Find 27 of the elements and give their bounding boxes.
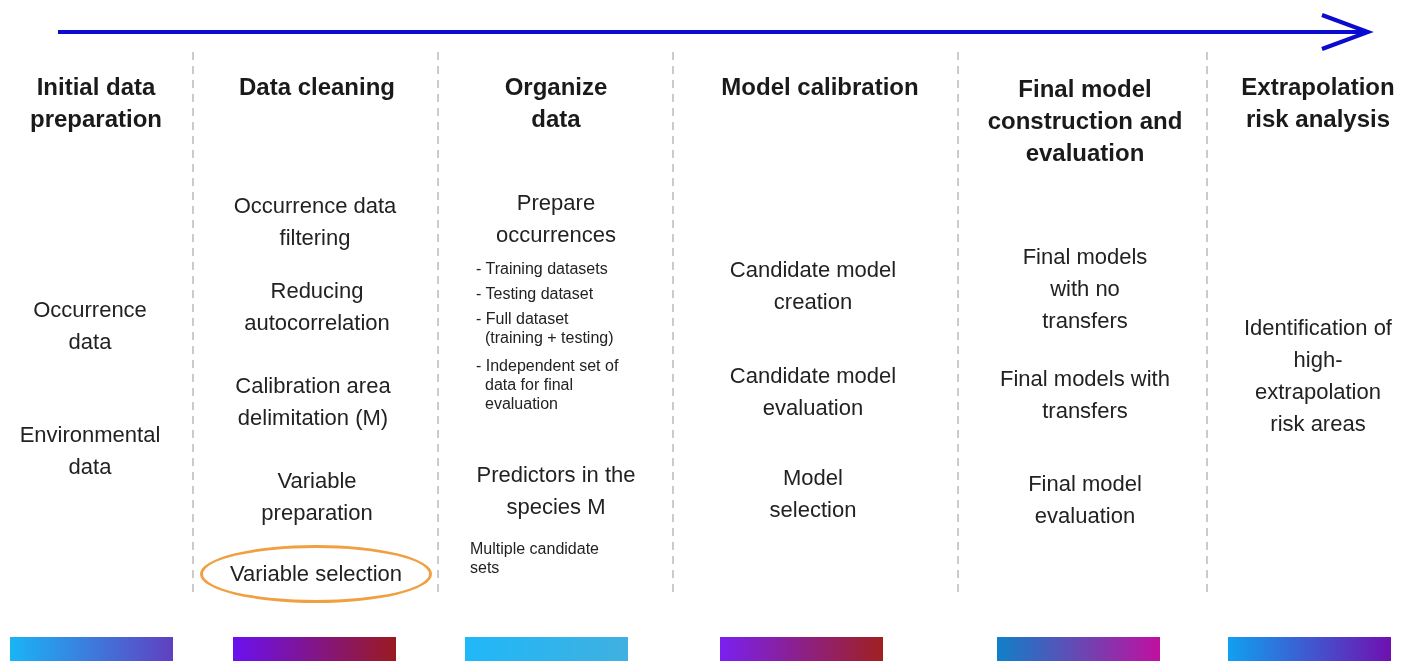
step-label: Reducing autocorrelation [243, 277, 391, 337]
list-item: - Independent set of data for final evaluation [476, 356, 620, 413]
column-heading: Initial data preparation [29, 72, 163, 134]
step-label: Model selection [768, 464, 858, 524]
highlight-ellipse: Variable selection [200, 545, 432, 603]
step-label: Calibration area delimitation (M) [234, 372, 392, 432]
step-label: Occurrence data filtering [232, 192, 398, 252]
step-label: Prepare occurrences [495, 189, 617, 249]
step-label: Occurrence data [32, 296, 148, 356]
step-label: Final models with transfers [1000, 365, 1170, 425]
note-text: Multiple candidate sets [470, 539, 600, 577]
list-item: - Full dataset (training + testing) [476, 309, 615, 347]
list-item: - Testing dataset [476, 284, 594, 303]
step-label: Identification of high-extrapolation risk areas [1243, 314, 1393, 438]
column-heading: Extrapolation risk analysis [1240, 72, 1396, 134]
step-label: Final models with no transfers [1021, 243, 1149, 335]
column-heading: Data cleaning [238, 72, 395, 102]
step-label: Final model evaluation [1027, 470, 1143, 530]
list-item: - Training datasets [476, 259, 608, 278]
column-heading: Final model construction and evaluation [986, 74, 1184, 168]
step-label: Candidate model evaluation [728, 362, 898, 422]
step-label: Candidate model creation [728, 256, 898, 316]
step-label: Predictors in the species M [476, 461, 636, 521]
step-label: Variable preparation [260, 467, 374, 527]
column-heading: Model calibration [721, 72, 919, 102]
step-label: Environmental data [18, 421, 162, 481]
column-heading: Organize data [503, 72, 609, 134]
